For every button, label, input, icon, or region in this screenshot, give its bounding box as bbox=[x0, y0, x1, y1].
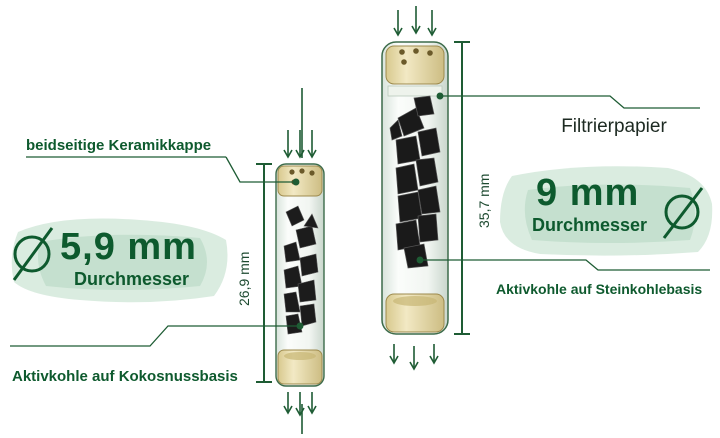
coal-carbon-pieces bbox=[389, 95, 441, 269]
leader-lines bbox=[10, 92, 710, 347]
diameter-symbol-icon bbox=[662, 187, 704, 239]
coal-carbon-label: Aktivkohle auf Steinkohlebasis bbox=[496, 281, 703, 297]
coconut-carbon-label: Aktivkohle auf Kokosnussbasis bbox=[12, 368, 238, 385]
large-filter bbox=[381, 6, 470, 371]
small-length-label: 26,9 mm bbox=[236, 251, 252, 306]
arrow-down-icon bbox=[283, 88, 317, 159]
arrow-down-icon bbox=[283, 392, 317, 434]
small-filter bbox=[256, 88, 325, 434]
background-wash-left bbox=[11, 218, 228, 303]
filter-paper-label: Filtrierpapier bbox=[561, 116, 667, 137]
large-diameter-value: 9 mm bbox=[536, 172, 640, 214]
large-length-label: 35,7 mm bbox=[476, 173, 492, 228]
small-diameter-word: Durchmesser bbox=[74, 269, 190, 289]
arrow-down-icon bbox=[393, 6, 437, 37]
coconut-carbon-pieces bbox=[283, 205, 319, 335]
arrow-down-icon bbox=[389, 344, 439, 371]
large-diameter-word: Durchmesser bbox=[532, 215, 648, 235]
small-diameter-value: 5,9 mm bbox=[60, 226, 197, 268]
ceramic-cap-label: beidseitige Keramikkappe bbox=[26, 137, 212, 154]
small-length-dimension bbox=[256, 163, 272, 383]
large-length-dimension bbox=[454, 41, 470, 335]
diameter-symbol-icon bbox=[12, 227, 54, 281]
background-wash-right bbox=[500, 166, 713, 256]
